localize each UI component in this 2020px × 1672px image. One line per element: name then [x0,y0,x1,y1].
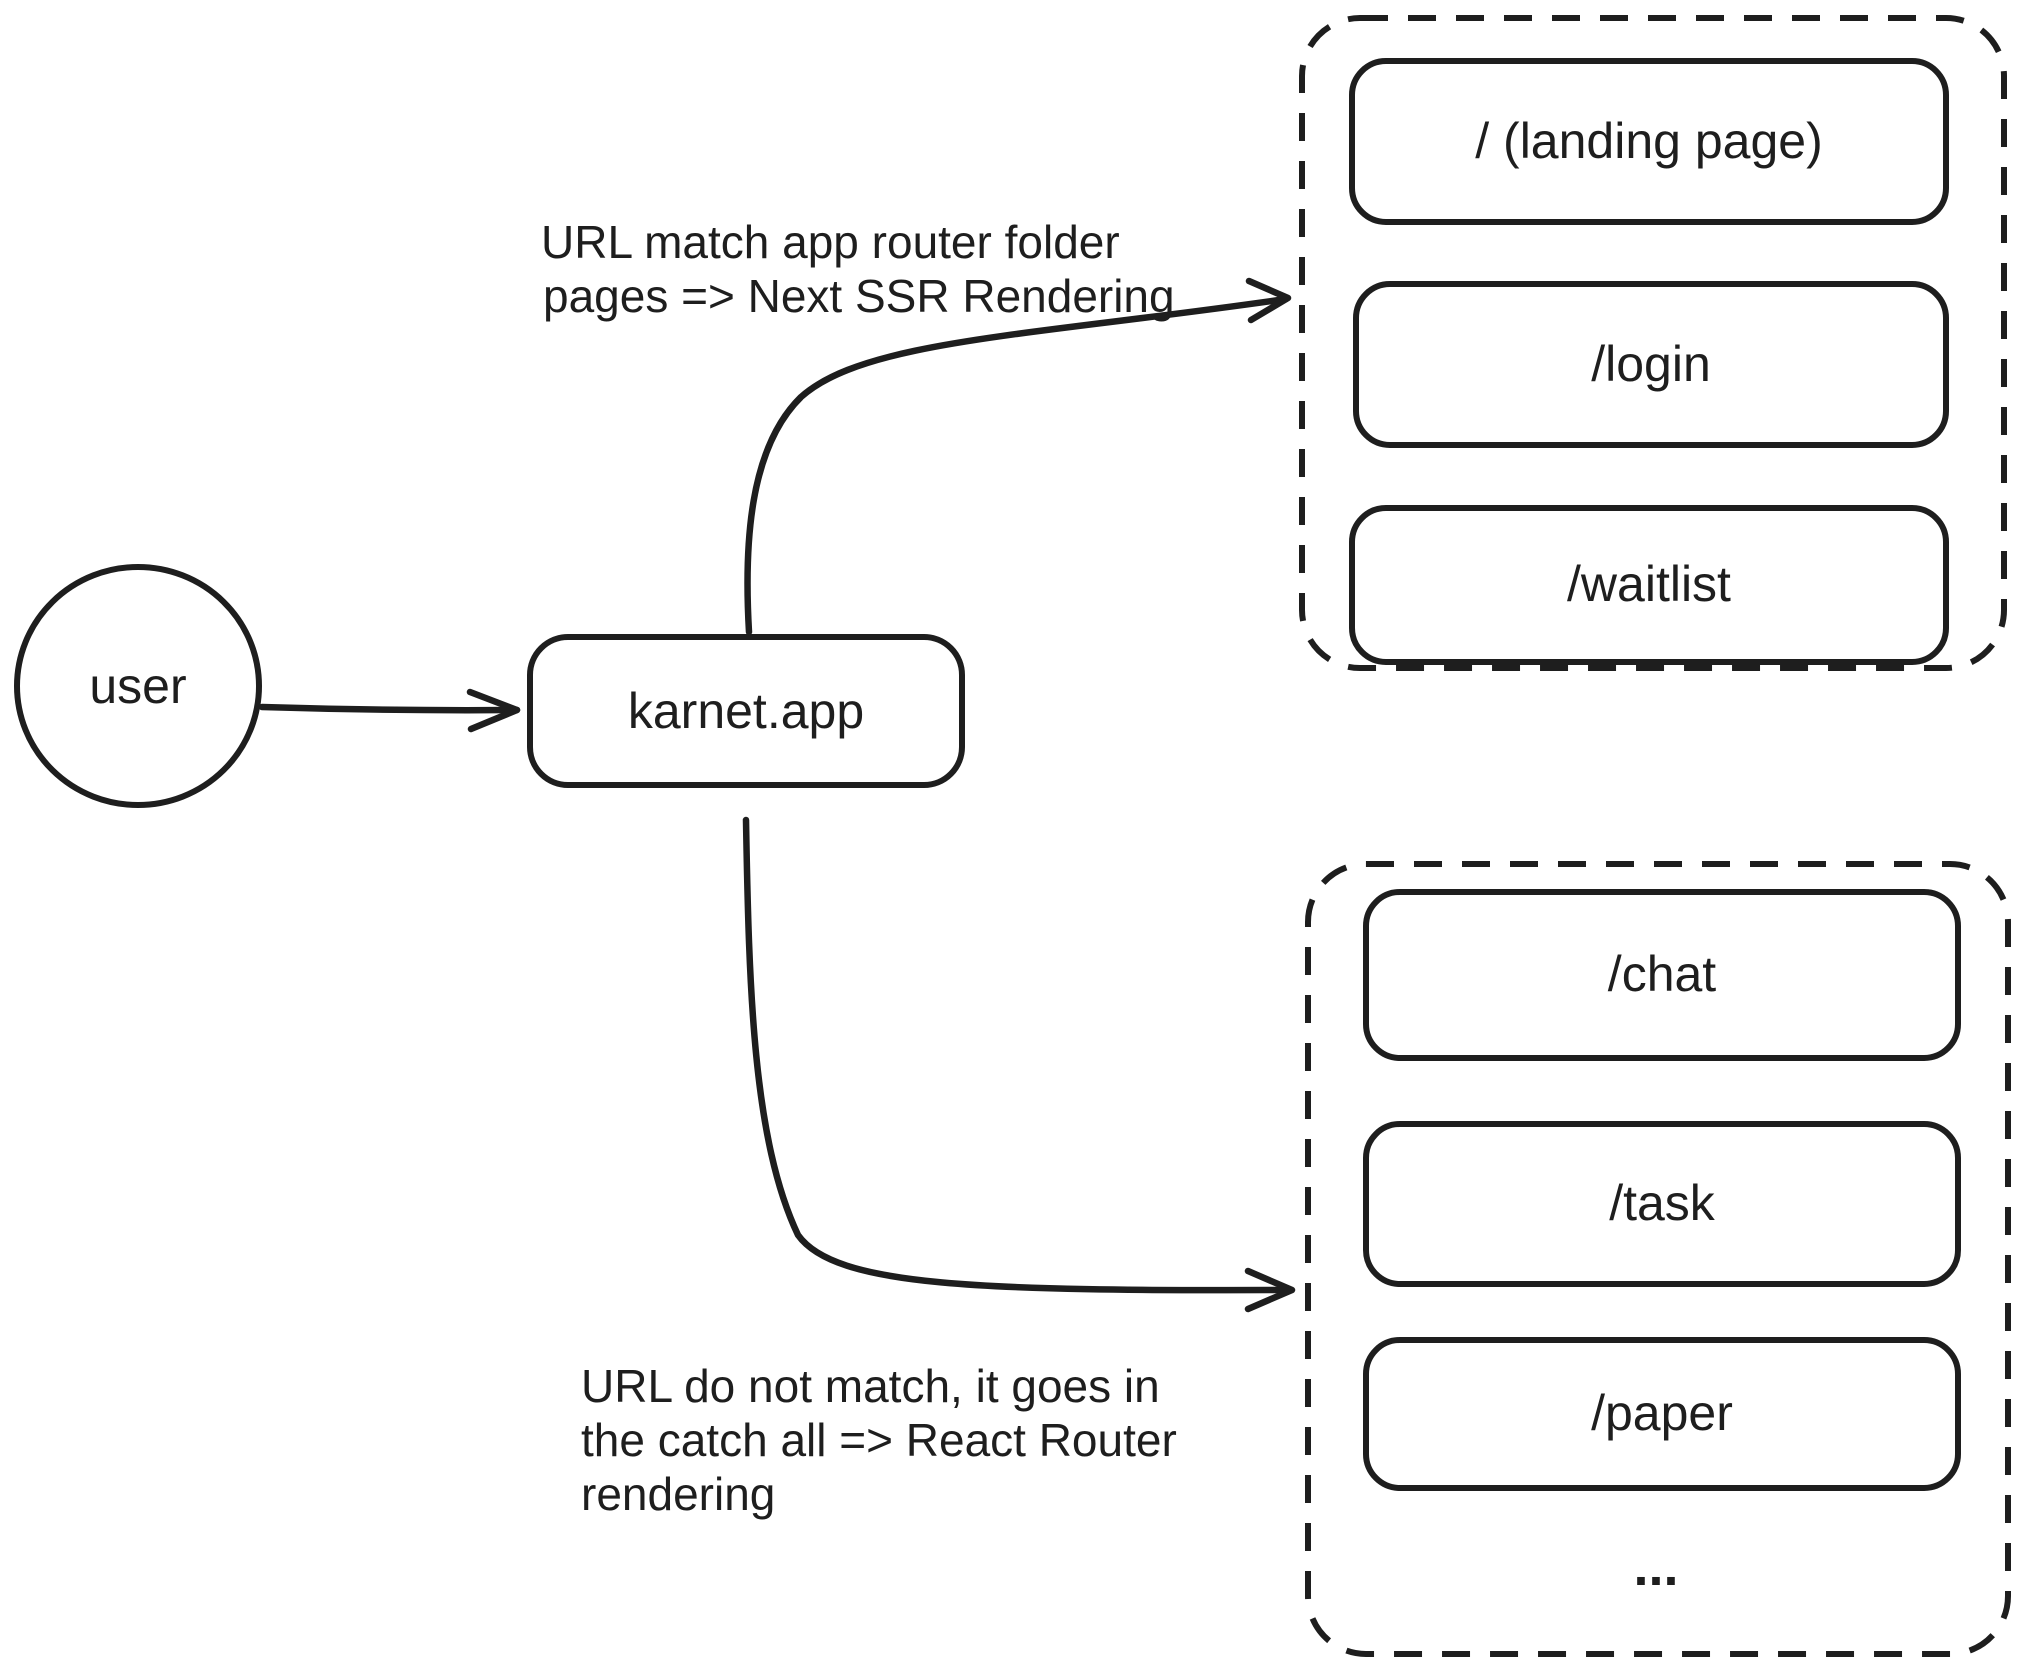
route-label-waitlist: /waitlist [1567,556,1731,612]
route-label-landing: / (landing page) [1475,113,1822,169]
app-label: karnet.app [628,683,864,739]
ssr-routes-container [1299,15,2007,671]
route-item-chat: /chat [1363,889,1961,1061]
route-label-chat: /chat [1608,946,1717,1002]
route-box-waitlist [1349,505,1949,665]
app-box [527,634,965,788]
more-routes-ellipsis: ... [1633,1537,1678,1597]
route-box-task [1363,1121,1961,1287]
route-item-waitlist: /waitlist [1349,505,1949,665]
route-box-landing [1349,58,1949,225]
app-to-ssr-arrowhead [1245,277,1292,324]
ssr-annotation-line-1: URL match app router folder [541,216,1120,268]
ssr-annotation-line-2: pages => Next SSR Rendering [543,270,1175,322]
catch-all-annotation-line-2: the catch all => React Router [581,1414,1177,1466]
route-box-paper [1363,1337,1961,1491]
user-label: user [89,658,186,714]
user-to-app-arrow [258,688,521,733]
user-to-app-arrow-line [258,703,521,714]
app-node: karnet.app [527,634,965,788]
catch-all-annotation-line-3: rendering [581,1468,775,1520]
route-label-task: /task [1609,1175,1716,1231]
user-node: user [14,564,262,808]
user-to-app-arrowhead [466,688,521,733]
ssr-annotation: URL match app router folder pages => Nex… [541,216,1175,322]
route-item-landing: / (landing page) [1349,58,1949,225]
spa-routes-group: /chat /task /paper ... [1305,861,2011,1657]
app-to-spa-arrow [742,816,1296,1313]
route-box-login [1353,281,1949,448]
route-label-login: /login [1591,336,1711,392]
app-to-spa-arrow-line [742,816,1291,1294]
route-box-chat [1363,889,1961,1061]
ssr-routes-group: / (landing page) /login /waitlist [1299,15,2007,671]
app-to-ssr-arrow-line [744,295,1290,636]
app-to-ssr-arrow [744,277,1292,636]
spa-routes-container [1305,861,2011,1657]
user-circle [14,564,262,808]
catch-all-annotation: URL do not match, it goes in the catch a… [581,1360,1177,1520]
route-label-paper: /paper [1591,1385,1733,1441]
app-to-spa-arrowhead [1244,1267,1296,1313]
catch-all-annotation-line-1: URL do not match, it goes in [581,1360,1160,1412]
route-item-login: /login [1353,281,1949,448]
route-item-paper: /paper [1363,1337,1961,1491]
route-item-task: /task [1363,1121,1961,1287]
